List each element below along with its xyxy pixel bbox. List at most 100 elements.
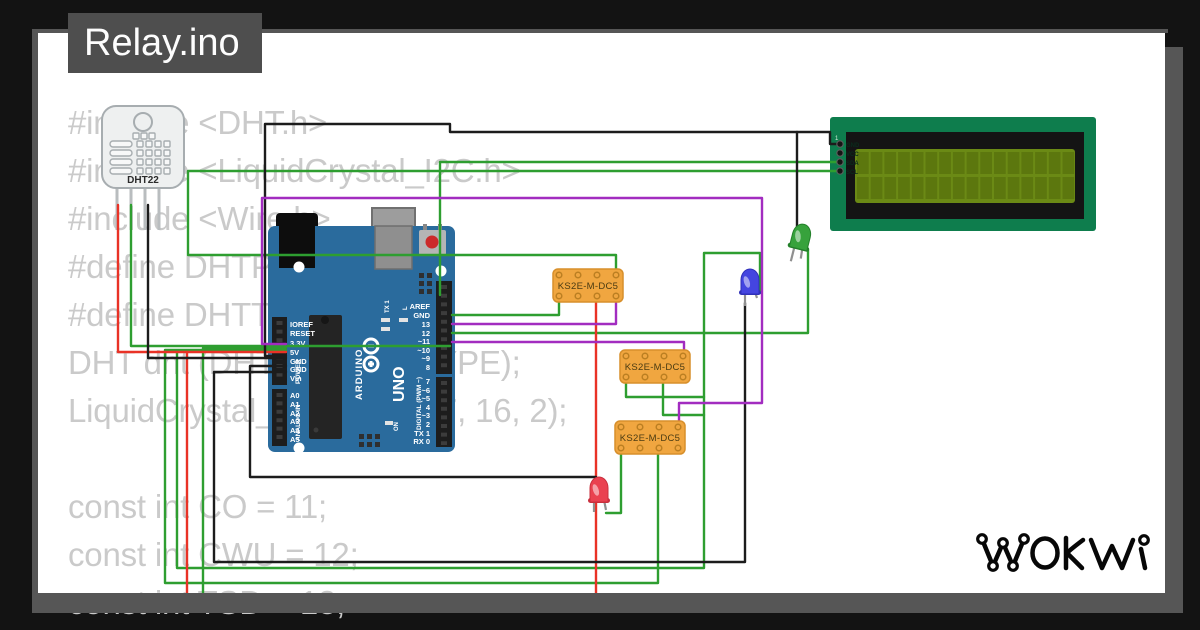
wire-lcd-scl-relay1[interactable] [186, 169, 841, 277]
green-led[interactable] [784, 222, 815, 265]
relay-label: KS2E-M-DC5 [625, 362, 686, 373]
pin-label-gnd3: GND [413, 311, 430, 320]
pin-label-a0: A0 [290, 391, 300, 400]
pin-label-rx0: RX 0 [413, 437, 430, 446]
wire-dht-5v[interactable] [116, 203, 288, 354]
wire-dht-data[interactable] [129, 203, 452, 348]
dht22-sensor[interactable]: DHT22 [101, 105, 185, 230]
chip-dot [313, 427, 319, 433]
pin-label-aref: AREF [410, 302, 431, 311]
wire-gnd-lcd[interactable] [263, 122, 841, 358]
dht22-legs [115, 186, 161, 230]
relay-label: KS2E-M-DC5 [558, 281, 619, 292]
dht22-mount-hole [133, 112, 153, 132]
digital-header-top[interactable] [436, 281, 452, 374]
lcd-pin-label-scl: SCL [846, 170, 858, 176]
pin-label-tx1: TX 1 [414, 429, 430, 438]
pin-label-9: ~9 [421, 354, 430, 363]
dht22-label: DHT22 [127, 175, 159, 186]
wire-relay3-red-led[interactable] [604, 446, 623, 515]
wire-relay3-loop[interactable] [163, 348, 660, 585]
wire-pin12-green-led[interactable] [450, 248, 810, 335]
barrel-jack-body [279, 226, 315, 268]
wire-pin13-relay1[interactable] [450, 294, 618, 326]
pin-label-vin: Vin [290, 374, 302, 383]
wire-relay2-bm[interactable] [661, 376, 706, 417]
wire-green-bottom[interactable] [201, 346, 288, 596]
code-line: const int CO = 11; [68, 488, 327, 525]
icsp-header [419, 273, 432, 294]
status-leds [381, 318, 408, 425]
relay-2[interactable]: KS2E-M-DC5 [619, 349, 691, 384]
tx-label: TX 1 [385, 300, 391, 313]
chip-notch [321, 316, 329, 324]
lcd-pin-label-gnd: GND [846, 143, 860, 149]
lcd-pins[interactable] [836, 140, 844, 175]
frame-left [32, 33, 38, 593]
pin-label-gnd2: GND [290, 365, 307, 374]
sketch-title: Relay.ino [68, 13, 262, 73]
pin-label-a2: A2 [290, 409, 300, 418]
lcd1602-i2c[interactable]: 1 GND VCC SDA SCL [830, 117, 1096, 231]
wokwi-logo [976, 533, 1150, 572]
pin-label-7: 7 [426, 377, 430, 386]
pin-label-a5: A5 [290, 435, 300, 444]
logo-w2 [1088, 537, 1136, 571]
lcd-pin-label-vcc: VCC [846, 152, 859, 158]
relay-label: KS2E-M-DC5 [620, 433, 681, 444]
logo-node [1007, 560, 1019, 572]
pin-label-10: ~10 [417, 346, 430, 355]
pin-label-gnd1: GND [290, 357, 307, 366]
digital-section-label: DIGITAL (PWM ~) [416, 377, 423, 430]
lcd-screen [855, 149, 1075, 203]
pin-label-3: ~3 [421, 411, 430, 420]
pin-label-5: ~5 [421, 394, 430, 403]
arduino-uno[interactable]: IOREF RESET 3.3V 5V GND GND Vin A0 A1 A2… [268, 207, 455, 454]
dht22-grille [109, 132, 171, 175]
frame-top [32, 29, 1168, 33]
blue-led[interactable] [739, 268, 761, 306]
on-led-label: ON [394, 422, 400, 431]
wire-gnd-blue-led[interactable] [212, 301, 747, 564]
logo-node [987, 560, 999, 572]
frame-right [1165, 47, 1183, 613]
frame-bottom [32, 593, 1183, 613]
pin-label-4: 4 [426, 403, 431, 412]
red-led[interactable] [588, 476, 610, 512]
lcd-char-grid [857, 152, 1075, 199]
icsp2-header [359, 434, 380, 447]
logo-i-dot [1138, 534, 1150, 546]
digital-header-bottom[interactable] [436, 377, 452, 447]
usb-shield [374, 225, 413, 270]
relay-1[interactable]: KS2E-M-DC5 [552, 268, 624, 303]
pin-label-13: 13 [422, 320, 430, 329]
logo-node [976, 533, 988, 545]
lcd-pin1-marker: 1 [835, 136, 839, 142]
power-section-label: POWER [295, 359, 302, 384]
l-led-label: L [403, 306, 409, 310]
wire-relay2-bl[interactable] [624, 376, 706, 399]
wire-relay1-gnd[interactable] [450, 294, 561, 317]
pin-label-3v3: 3.3V [290, 339, 305, 348]
wire-dht-gnd[interactable] [146, 203, 288, 360]
analog-header[interactable] [272, 389, 287, 446]
mount-hole [293, 261, 305, 273]
logo-node [1018, 533, 1030, 545]
wire-lcd-sda[interactable] [438, 160, 841, 297]
pin-label-a3: A3 [290, 417, 300, 426]
pin-label-reset: RESET [290, 329, 315, 338]
pin-label-ioref: IOREF [290, 320, 313, 329]
mount-hole [293, 442, 305, 454]
pin-label-2: 2 [426, 420, 430, 429]
relay-3[interactable]: KS2E-M-DC5 [614, 420, 686, 455]
pin-label-12: 12 [422, 329, 430, 338]
logo-node [997, 537, 1009, 549]
uno-model-label: UNO [391, 366, 408, 402]
wire-purple-relay3[interactable] [260, 196, 764, 429]
pin-label-a4: A4 [290, 426, 300, 435]
logo-o [1030, 536, 1060, 570]
analog-section-label: ANALOG IN [295, 404, 302, 441]
pin-label-8: 8 [426, 363, 430, 372]
